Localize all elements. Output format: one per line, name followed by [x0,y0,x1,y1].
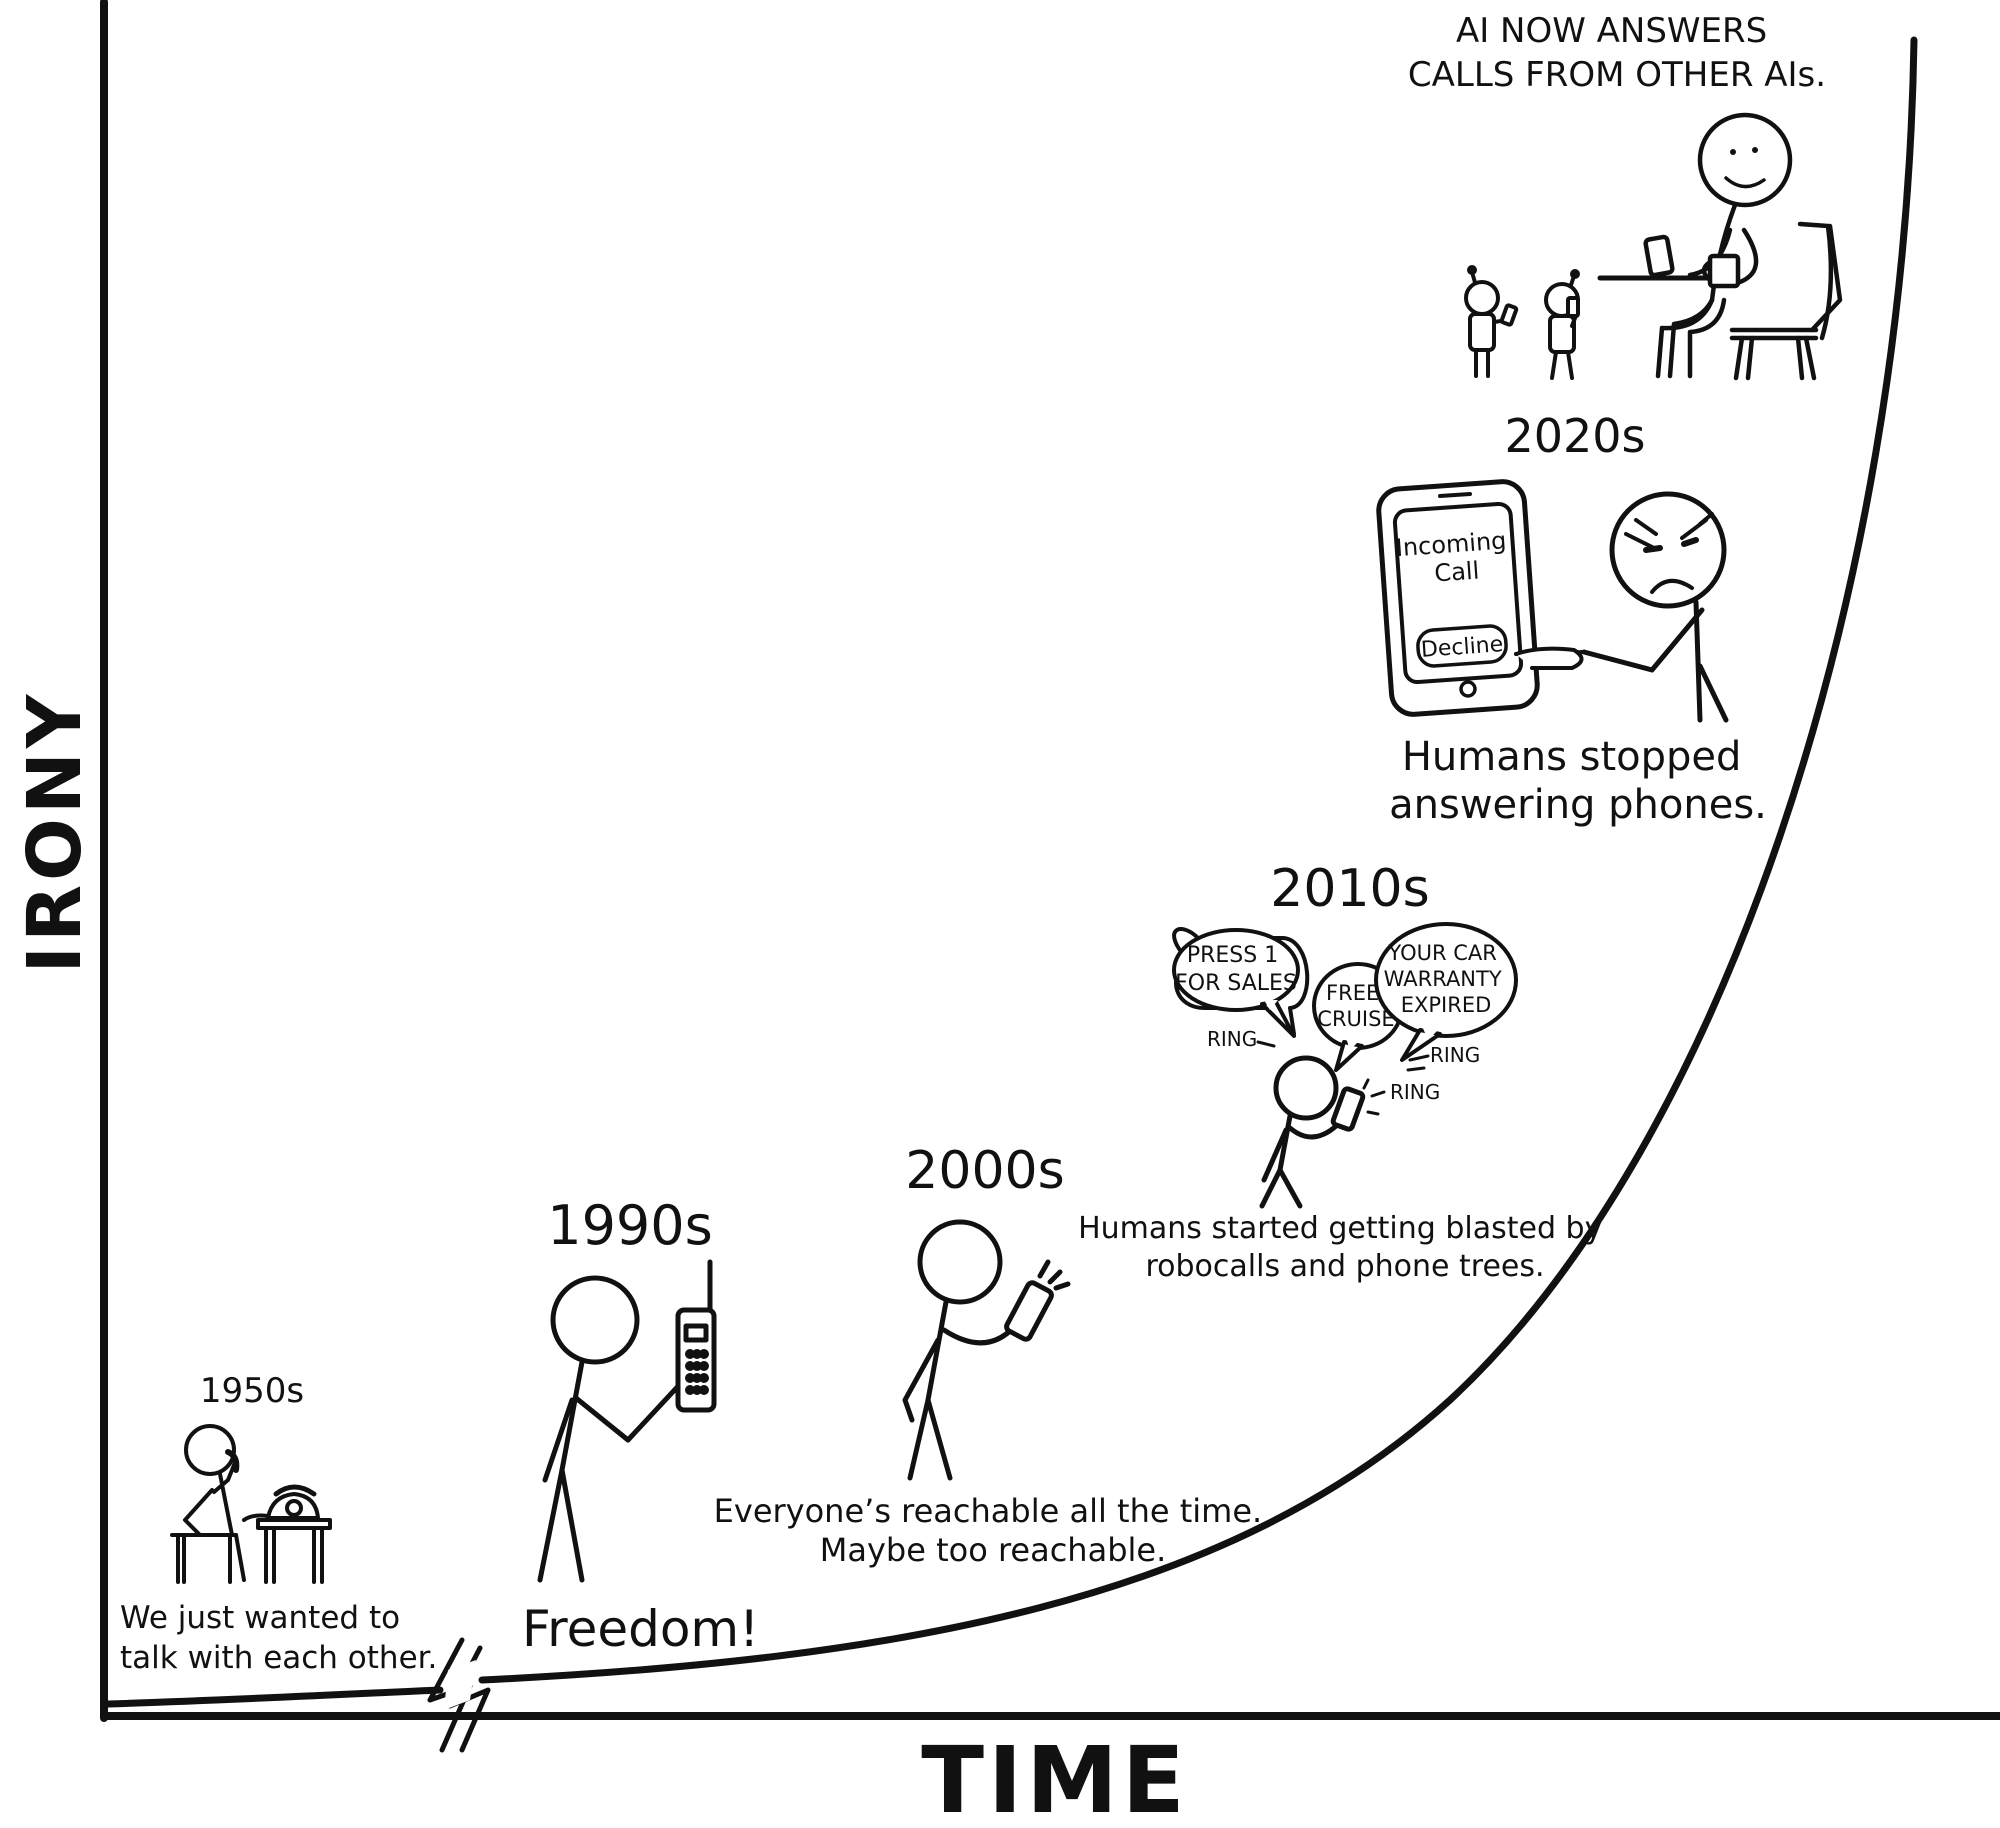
era-2000s-year: 2000s [905,1141,1064,1201]
era-2010s-caption: Humans started getting blasted by roboca… [1078,1211,1612,1284]
smartphone-icon [1330,1086,1366,1132]
svg-text:YOUR CAR WARRANTY: YOUR CAR WARRANTY EXPIRED [1384,941,1509,1017]
era-2020s: 2020s Incoming Call Decline [1376,409,1767,828]
home-button-icon [1459,680,1477,698]
person-holding-brick-phone [537,1259,717,1583]
era-2010s-year: 2010s [1270,859,1429,919]
person-bombarded-by-robocalls [1259,1055,1366,1209]
era-ai: AI NOW ANSWERS CALLS FROM OTHER AIs. [1408,11,1843,381]
svg-text:FREE CRUISE: FREE CRUISE [1317,981,1394,1031]
smartphone-incoming-call: Incoming Call Decline [1376,479,1540,717]
speech-bubble-car-warranty: YOUR CAR WARRANTY EXPIRED [1374,922,1518,1062]
era-1990s-caption: Freedom! [522,1600,759,1658]
ring-label: RING [1390,1080,1440,1104]
era-2010s: 2010s PRESS 1 FOR SALES FREE CRUISE [1078,859,1612,1284]
curve-segment-exponential [478,36,1918,1684]
curve-segment-early [104,1686,444,1708]
era-1950s-year: 1950s [200,1371,304,1411]
y-axis-label: IRONY [12,691,98,974]
angry-person-declining-call [1514,491,1729,723]
ring-sound-effects: RING RING RING [1207,1027,1480,1116]
era-2020s-caption: Humans stopped answering phones. [1389,734,1767,828]
ai-phone-icon [1643,234,1675,278]
smartphone-screen [1392,501,1524,685]
era-2000s-caption: Everyone’s reachable all the time. Maybe… [714,1492,1273,1569]
person-holding-cell-phone [902,1219,1071,1481]
irony-curve [104,36,1918,1753]
person-sitting-with-rotary-phone [170,1424,332,1584]
decline-button[interactable]: Decline [1416,624,1508,668]
era-2020s-year: 2020s [1504,409,1645,463]
era-1950s: 1950s We just wanted to talk with each o… [120,1371,437,1676]
robot-2-icon [1544,269,1580,380]
ring-label: RING [1430,1043,1480,1067]
x-axis-label: TIME [921,1727,1188,1828]
era-ai-caption: AI NOW ANSWERS CALLS FROM OTHER AIs. [1408,11,1826,95]
axis-break-icon [427,1637,491,1753]
era-1950s-caption: We just wanted to talk with each other. [120,1600,437,1676]
axes: IRONY TIME [12,0,2000,1828]
era-1990s-year: 1990s [547,1194,713,1257]
ring-label: RING [1207,1027,1257,1051]
cell-phone-icon [1004,1259,1071,1342]
brick-phone-icon [675,1259,717,1413]
robot-1-icon [1464,265,1519,378]
era-2000s: 2000s Everyone’s reachable all the time.… [714,1141,1273,1569]
svg-text:PRESS 1 FOR SALES: PRESS 1 FOR SALES [1175,943,1297,996]
decline-button-label: Decline [1420,632,1504,663]
coffee-mug-icon [1707,253,1741,289]
speech-bubble-press1: PRESS 1 FOR SALES [1172,927,1310,1038]
rotary-phone-icon [266,1492,320,1520]
era-1990s: 1990s Freedom! [522,1194,759,1658]
relaxed-person-with-coffee [1597,112,1843,381]
